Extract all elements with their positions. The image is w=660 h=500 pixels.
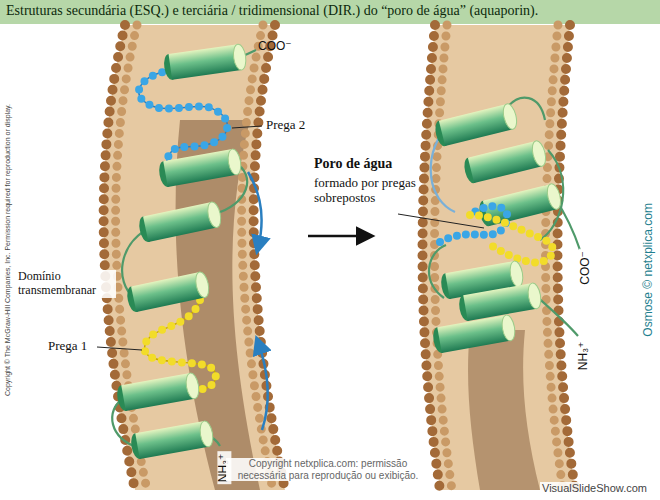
helix-cylinder (137, 201, 223, 243)
protein-loops (112, 50, 256, 447)
title-bar (0, 0, 660, 24)
helix-cylinder (462, 139, 548, 184)
helix-cylinder (115, 372, 200, 412)
amino-acid-beads (440, 206, 507, 242)
amino-acid-beads (139, 70, 228, 165)
terminus-label: NH₃⁺ (577, 340, 591, 373)
lipid-heads (242, 25, 273, 490)
callout-body: formado por pregas sobrepostos (314, 176, 454, 206)
copyright-note: Copyright © The McGraw-Hill Companies, I… (4, 104, 12, 396)
lipid-heads (558, 25, 576, 490)
part-label: Domínio transmembranar (16, 270, 116, 298)
loop-backbone (139, 70, 228, 165)
helix-cylinder (431, 314, 516, 354)
watermark: Copyright netxplica.com: permissão neces… (226, 458, 430, 481)
watermark: Osmose © netxplica.com (642, 203, 656, 337)
lipid-heads (435, 25, 453, 490)
membrane-band (104, 25, 285, 490)
membrane-band (423, 25, 576, 490)
slide-title: Estruturas secundária (ESQ.) e terciária… (6, 3, 538, 19)
amino-acid-beads (470, 215, 553, 263)
lipid-bilayer (104, 25, 285, 490)
watermark: VisualSlideShow.com (540, 482, 649, 495)
helix-cylinder (129, 420, 214, 460)
membrane-shadow (468, 330, 540, 490)
terminus-label: COO⁻ (579, 249, 593, 287)
leader-line (97, 347, 142, 350)
lipid-heads (116, 25, 147, 490)
part-label: Prega 2 (266, 118, 305, 133)
helix-cylinder (457, 282, 542, 322)
part-label: Prega 1 (48, 339, 87, 354)
helix-cylinder (157, 148, 242, 188)
terminus-label: COO⁻ (258, 40, 292, 54)
callout-heading: Poro de água (314, 156, 392, 172)
lipid-bilayer (423, 25, 576, 490)
helix-cylinder (125, 271, 211, 313)
protein-loops (429, 98, 580, 336)
leader-line (232, 126, 262, 128)
transition-arrow (308, 235, 368, 238)
folding-arrow (258, 342, 268, 430)
helix-cylinder (163, 43, 248, 80)
helix-cylinder (433, 102, 519, 147)
folding-arrow (248, 172, 262, 248)
n-terminus-line (535, 295, 578, 336)
